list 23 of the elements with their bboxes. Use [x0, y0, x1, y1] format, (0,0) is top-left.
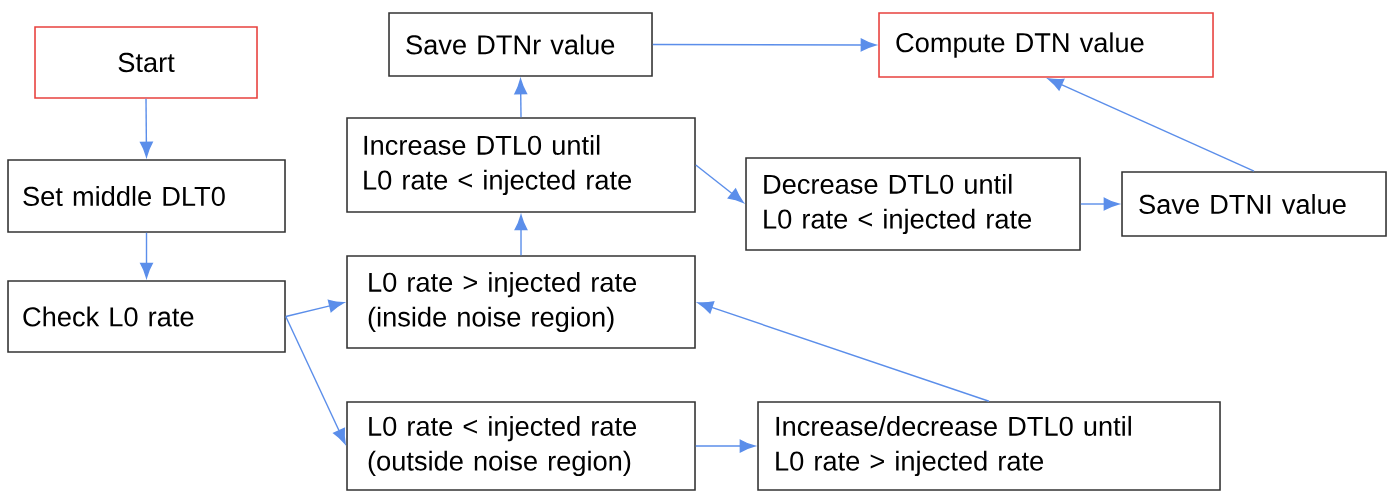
arrow — [139, 98, 153, 158]
arrow — [140, 232, 153, 279]
process-box: L0 rate > injected rate (inside noise region) — [346, 255, 696, 349]
arrow — [285, 299, 345, 318]
process-box: Check L0 rate — [7, 280, 286, 353]
start-box: Start — [34, 26, 258, 99]
arrow — [695, 164, 744, 204]
process-box: L0 rate < injected rate (outside noise region) — [346, 401, 696, 491]
arrow — [695, 439, 756, 453]
process-box: Increase/decrease DTL0 until L0 rate > injected rate — [757, 401, 1221, 491]
process-box: Save DTNr value — [388, 12, 653, 77]
arrow — [514, 78, 528, 118]
process-box: Compute DTN value — [878, 12, 1214, 78]
arrow — [652, 38, 877, 52]
process-box: Decrease DTL0 until L0 rate < injected rate — [745, 157, 1081, 251]
process-box: Set middle DLT0 — [7, 159, 286, 233]
arrow — [1047, 78, 1255, 172]
arrow — [1080, 197, 1120, 211]
process-box: Increase DTL0 until L0 rate < injected rate — [346, 117, 696, 213]
arrow — [514, 214, 528, 256]
arrow — [285, 315, 346, 445]
arrow — [697, 301, 990, 402]
process-box: Save DTNI value — [1121, 171, 1387, 237]
